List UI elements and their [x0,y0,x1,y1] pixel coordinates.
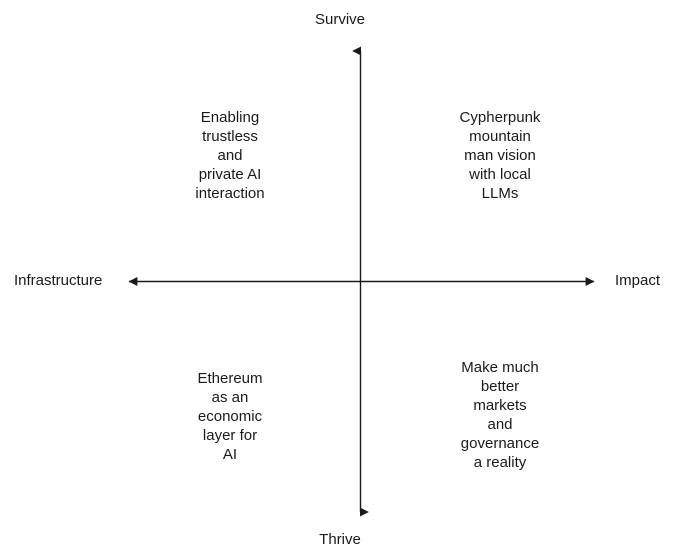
quadrant-label-top-left: Enabling trustless and private AI intera… [195,109,265,202]
axis-label-impact: Impact [615,272,661,289]
quadrant-label-bottom-right: Make much better markets and governance … [460,359,540,471]
axis-label-thrive: Thrive [319,531,361,548]
quadrant-label-bottom-left: Ethereum as an economic layer for AI [197,370,263,463]
quadrant-label-top-right: Cypherpunk mountain man vision with loca… [459,109,541,202]
axis-label-infrastructure: Infrastructure [14,272,103,289]
axis-label-survive: Survive [314,11,366,28]
